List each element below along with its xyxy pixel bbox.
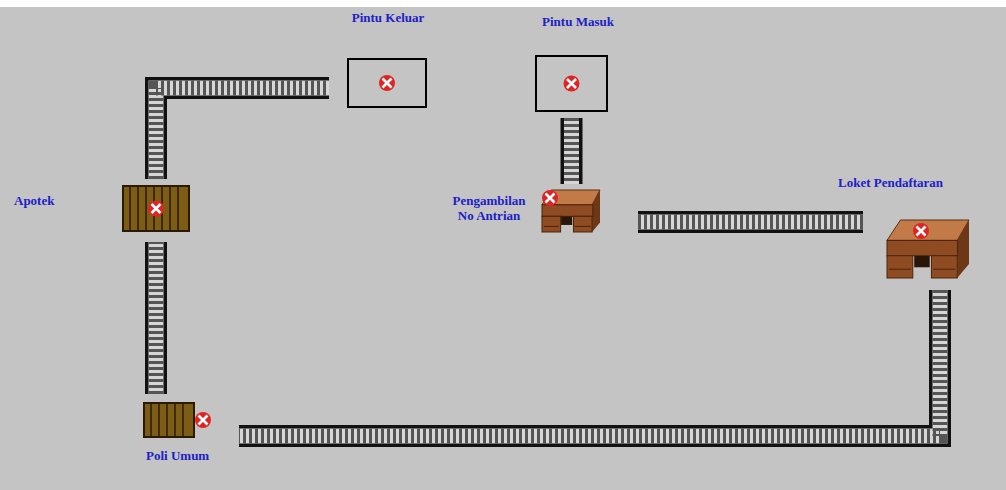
conveyor-track (638, 222, 863, 223)
x-mark (913, 223, 929, 239)
icon-part (933, 269, 955, 270)
x-mark (195, 412, 211, 428)
icon-part (536, 56, 607, 111)
icon-part (887, 220, 969, 240)
pharmacy-shelf: Apotek (122, 185, 190, 232)
icon-part (123, 186, 189, 231)
icon-part (137, 187, 139, 230)
icon-part (177, 187, 179, 230)
entrance-door-icon (535, 55, 608, 112)
x-mark (564, 76, 580, 92)
icon-part (561, 216, 572, 225)
conveyor-track (156, 88, 329, 179)
page-strip (0, 0, 1006, 7)
node-label: Pintu Masuk (542, 14, 614, 29)
icon-part (914, 256, 929, 268)
icon-part (957, 220, 969, 278)
icon-part (152, 204, 161, 213)
track-sleepers (149, 242, 164, 394)
icon-part (150, 404, 152, 436)
track-bed (564, 118, 579, 184)
icon-part (546, 194, 555, 203)
icon-part (129, 187, 131, 230)
node-label: Poli Umum (146, 448, 209, 463)
icon-part (166, 404, 168, 436)
icon-part (158, 404, 160, 436)
exit-door: Pintu Keluar (347, 58, 427, 108)
track-sleepers (638, 215, 863, 230)
icon-part (182, 404, 184, 436)
track-bed (156, 88, 329, 179)
registration-desk-icon (885, 218, 971, 282)
node-label: Loket Pendaftaran (838, 175, 943, 190)
conveyor-track (239, 290, 940, 436)
icon-part (383, 79, 392, 88)
conveyor-track (156, 242, 157, 394)
node-label: Pengambilan No Antrian (446, 193, 532, 223)
icon-part (144, 403, 194, 437)
icon-part (887, 256, 913, 278)
track-rail (239, 290, 940, 436)
icon-part (542, 216, 561, 232)
clinic-shelf-icon (143, 402, 211, 438)
track-rail (561, 118, 583, 184)
icon-part (917, 227, 926, 236)
x-mark (148, 201, 164, 217)
icon-part (542, 205, 593, 217)
icon-part (931, 256, 957, 278)
icon-part (199, 416, 208, 425)
icon-part (564, 76, 580, 92)
exit-door-icon (347, 58, 427, 108)
track-sleepers (156, 88, 329, 179)
icon-part (348, 59, 426, 107)
icon-part (145, 187, 147, 230)
track-rail (638, 211, 863, 233)
x-mark (379, 75, 395, 91)
icon-part (567, 79, 576, 88)
node-label: Apotek (14, 193, 54, 208)
track-sleepers (564, 118, 579, 184)
track-rail (145, 242, 167, 394)
track-bed (239, 290, 940, 436)
x-mark (542, 190, 558, 206)
registration-desk: Loket Pendaftaran (885, 218, 971, 282)
icon-part (544, 226, 559, 227)
track-rail (156, 88, 329, 179)
icon-part (195, 412, 211, 428)
track-bed (638, 215, 863, 230)
icon-part (542, 190, 558, 206)
track-sleepers (239, 290, 940, 436)
icon-part (148, 201, 164, 217)
icon-part (887, 240, 958, 255)
icon-part (889, 269, 911, 270)
conveyor-track (571, 118, 572, 184)
icon-part (379, 75, 395, 91)
node-label: Pintu Keluar (352, 10, 425, 25)
entrance-door: Pintu Masuk (535, 55, 608, 112)
icon-part (575, 226, 591, 227)
icon-part (174, 404, 176, 436)
queue-desk-icon (540, 188, 602, 236)
pharmacy-shelf-icon (122, 185, 190, 232)
icon-part (913, 223, 929, 239)
icon-part (573, 216, 592, 232)
clinic-shelf: Poli Umum (143, 402, 211, 438)
track-bed (149, 242, 164, 394)
icon-part (169, 187, 171, 230)
queue-desk: Pengambilan No Antrian (540, 188, 602, 236)
